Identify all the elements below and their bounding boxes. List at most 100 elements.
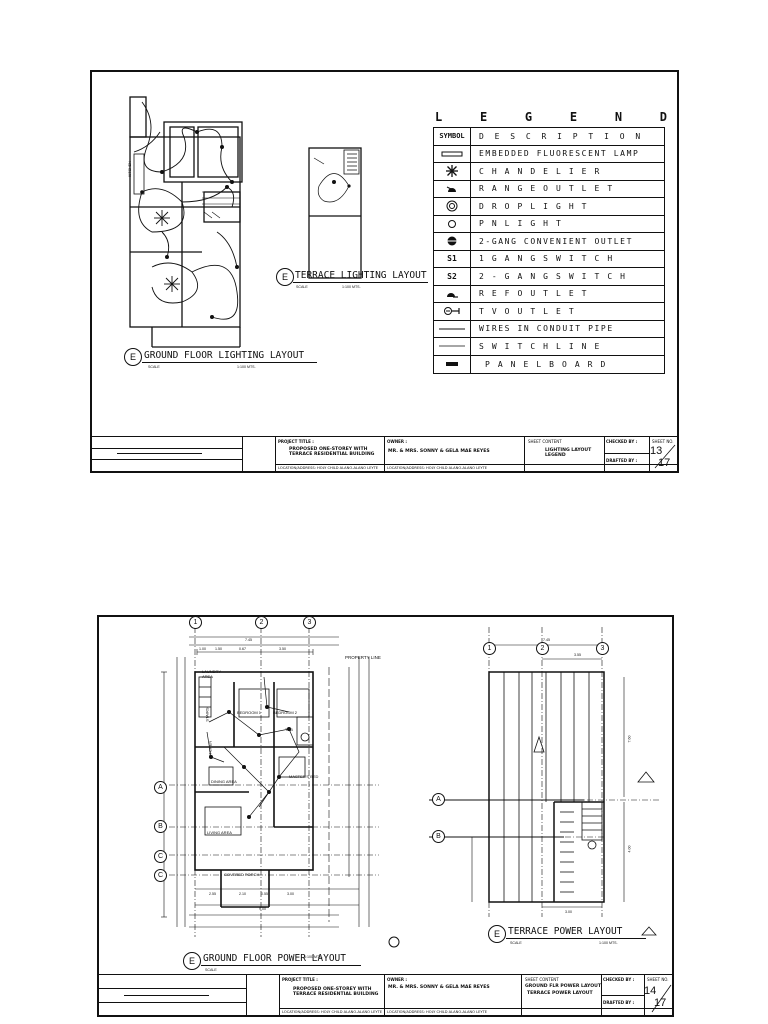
grid-bubble-top: 2: [255, 616, 268, 629]
drafted-by-label: DRAFTED BY :: [603, 1000, 635, 1005]
ground-power-underline: [201, 965, 361, 966]
grid-bubble-top: 1: [189, 616, 202, 629]
legend-description: C H A N D E L I E R: [479, 166, 601, 176]
terrace-lighting-tag: E: [276, 268, 294, 286]
legend-description: WIRES IN CONDUIT PIPE: [479, 324, 614, 334]
sheet-content-2: TERRACE POWER LAYOUT: [527, 991, 593, 996]
sheet-number: 13: [650, 445, 663, 457]
terrace-power-underline: [506, 938, 646, 939]
legend-title-letter: E: [569, 110, 578, 124]
ground-power-tag: E: [183, 952, 201, 970]
dim-top-total: 7.45: [245, 638, 252, 642]
room-porch: COVERED PORCH: [224, 872, 260, 877]
legend-description: EMBEDDED FLUORESCENT LAMP: [479, 149, 640, 159]
terrace-grid-bubble-top: 3: [596, 642, 609, 655]
dim-bottom-part: 2.55: [209, 892, 216, 896]
terrace-power-tag: E: [488, 925, 506, 943]
ground-lighting-tag: E: [124, 348, 142, 366]
legend-description: 2 - G A N G S W I T C H: [479, 271, 627, 281]
terrace-grid-bubble-left: A: [432, 793, 445, 806]
sheet-content-1: GROUND FLR POWER LAYOUT: [525, 984, 601, 989]
legend-title-letter: E: [479, 110, 488, 124]
legend-title-letter: N: [614, 110, 623, 124]
terrace-power-plan: [429, 627, 659, 936]
sheet-no-label: SHEET NO.: [647, 977, 669, 982]
ref-outlet-symbol: [447, 292, 458, 298]
dim-top-part: 3.50: [279, 647, 286, 651]
kitchen-label: KITCHEN: [128, 161, 132, 177]
grid-bubble-left: C: [154, 869, 167, 882]
legend-row: T V O U T L E T: [434, 303, 664, 321]
project-title: PROPOSED ONE-STOREY WITH TERRACE RESIDEN…: [289, 447, 375, 457]
legend-row: P A N E L B O A R D: [434, 355, 664, 373]
legend-title-letter: D: [659, 110, 667, 124]
project-title-label: PROJECT TITLE :: [278, 439, 314, 444]
terrace-lighting-title: TERRACE LIGHTING LAYOUT: [295, 270, 427, 281]
legend-row: P N L I G H T: [434, 215, 664, 233]
legend-row: WIRES IN CONDUIT PIPE: [434, 320, 664, 338]
owner-label: OWNER :: [387, 977, 407, 982]
room-stairs: STAIRS: [204, 707, 210, 722]
sheet-content-label: SHEET CONTENT: [525, 977, 559, 982]
sheet-content-label: SHEET CONTENT: [528, 439, 562, 444]
dim-bottom-total: 9.00: [259, 907, 266, 911]
terrace-power-title: TERRACE POWER LAYOUT: [508, 926, 623, 937]
room-toilet: T&B: [285, 727, 293, 732]
room-laundry: LAUNDRY AREA: [202, 669, 221, 679]
grid-bubble-left: A: [154, 781, 167, 794]
embedded-fluorescent-lamp-symbol: [441, 151, 463, 157]
room-masters: MASTER'S BED: [289, 774, 319, 779]
ground-lighting-title: GROUND FLOOR LIGHTING LAYOUT: [144, 350, 305, 361]
legend-description: R A N G E O U T L E T: [479, 184, 614, 194]
legend-description: S W I T C H L I N E: [479, 341, 601, 351]
checked-by-label: CHECKED BY :: [603, 977, 635, 982]
owner-label: OWNER :: [387, 439, 407, 444]
location-text: LOCATION/ADDRESS: HOLY CHILD ALANO-ALANO…: [282, 1010, 383, 1014]
legend-row: 2-GANG CONVENIENT OUTLET: [434, 233, 664, 251]
legend-description-header: D E S C R I P T I O N: [479, 131, 644, 141]
grid-bubble-top: 3: [303, 616, 316, 629]
room-bedroom1: BEDROOM 1: [237, 710, 262, 715]
room-dining: DINING AREA: [211, 779, 237, 784]
total-sheets: 17: [654, 997, 667, 1009]
grid-bubble-left: B: [154, 820, 167, 833]
legend-table: SYMBOL D E S C R I P T I O N EMBEDDED FL…: [433, 127, 665, 374]
dim-top-part: 1.00: [199, 647, 206, 651]
terrace-power-scale-value: 1:100 MTS.: [599, 941, 618, 945]
legend-row: D R O P L I G H T: [434, 198, 664, 216]
lighting-layout-sheet: KITCHEN E TERRACE LIGHTING LAYOUT SCALE …: [90, 70, 679, 473]
terrace-caption-underline: [293, 282, 428, 283]
legend-symbol-header: SYMBOL: [434, 128, 471, 145]
terrace-dim-inner: 3.55: [574, 653, 581, 657]
room-living: LIVING AREA: [207, 830, 232, 835]
terrace-scale-label: SCALE: [296, 285, 308, 289]
sheet-no-label: SHEET NO.: [652, 439, 674, 444]
terrace-grid-bubble-top: 1: [483, 642, 496, 655]
sheet-number-divider: [651, 984, 672, 1013]
legend-row: S2 2 - G A N G S W I T C H: [434, 268, 664, 286]
legend-description: D R O P L I G H T: [479, 201, 589, 211]
legend-symbol: S2: [434, 268, 471, 285]
checked-by-label: CHECKED BY :: [606, 439, 638, 444]
total-sheets: 17: [658, 457, 671, 469]
legend-header-row: SYMBOL D E S C R I P T I O N: [434, 128, 664, 146]
drafted-by-label: DRAFTED BY :: [606, 458, 638, 463]
legend-title: L E G E N D: [435, 110, 667, 124]
legend-title-letter: G: [524, 110, 533, 124]
sheet-number: 14: [644, 985, 657, 997]
wire-line-symbol: [439, 328, 465, 330]
terrace-scale-value: 1:100 MTS.: [342, 285, 361, 289]
ground-floor-power-plan: [161, 627, 400, 948]
sheet-number-divider: [654, 444, 676, 469]
dim-top-part: 1.50: [215, 647, 222, 651]
location-text-2: LOCATION/ADDRESS: HOLY CHILD ALANO-ALANO…: [387, 466, 488, 470]
convenience-outlet-symbol: [447, 236, 457, 246]
project-title: PROPOSED ONE-STOREY WITH TERRACE RESIDEN…: [293, 987, 379, 997]
title-block: PROJECT TITLE : PROPOSED ONE-STOREY WITH…: [92, 436, 677, 471]
legend-description: P A N E L B O A R D: [485, 359, 607, 369]
panel-board-symbol: [446, 362, 458, 367]
legend-title-letter: L: [435, 110, 443, 124]
terrace-grid-bubble-left: B: [432, 830, 445, 843]
dim-top-part: 0.67: [239, 647, 246, 651]
terrace-dim-bottom: 3.00: [565, 910, 572, 914]
